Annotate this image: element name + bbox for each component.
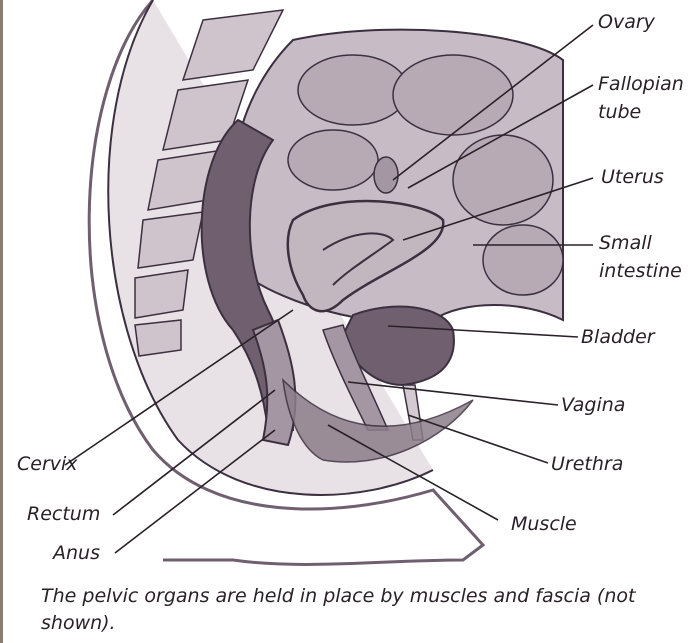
label-bladder: Bladder	[581, 325, 655, 349]
label-urethra: Urethra	[551, 452, 623, 476]
pelvic-anatomy-illustration	[3, 0, 694, 643]
label-muscle: Muscle	[511, 512, 577, 536]
label-fallopian-tube-line2: tube	[598, 100, 641, 124]
label-cervix: Cervix	[17, 452, 78, 476]
label-fallopian-tube-line1: Fallopian	[598, 72, 684, 96]
label-small-intestine-line1: Small	[599, 231, 652, 255]
label-ovary: Ovary	[598, 10, 655, 34]
figure-caption: The pelvic organs are held in place by m…	[41, 583, 671, 637]
label-small-intestine-line2: intestine	[599, 259, 682, 283]
ovary	[374, 157, 398, 193]
label-rectum: Rectum	[27, 502, 100, 526]
label-vagina: Vagina	[561, 393, 625, 417]
label-uterus: Uterus	[601, 165, 664, 189]
label-anus: Anus	[53, 541, 100, 565]
